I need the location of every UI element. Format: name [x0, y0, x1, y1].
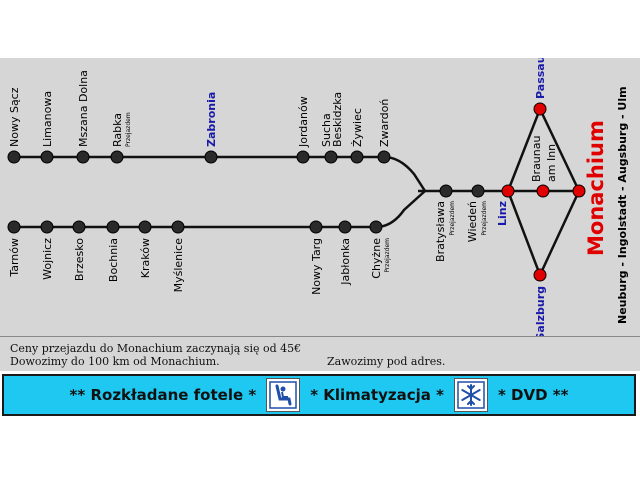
zywiec-stop-marker	[350, 150, 364, 164]
linz-label: Linz	[496, 201, 509, 226]
braunau-am-inn-label-line2: am Inn	[545, 144, 558, 182]
tarnow-stop-marker	[7, 220, 21, 234]
nowy-targ-stop-marker	[309, 220, 323, 234]
chyzne-stop-marker	[369, 220, 383, 234]
jablonka-stop-marker	[338, 220, 352, 234]
zwardon-label: Zwardoń	[378, 99, 391, 147]
stops-layer	[7, 102, 586, 282]
braunau-am-inn-label-line1: Braunau	[530, 136, 543, 182]
zwardon-stop-marker	[377, 150, 391, 164]
wieden-note: Przejazdem	[481, 201, 488, 236]
seat-icon	[266, 378, 301, 412]
rabka-note: Przejazdem	[125, 112, 132, 147]
mszana-dolna-stop-marker	[76, 150, 90, 164]
dvd-label: * DVD **	[497, 386, 569, 404]
passau-branch-line	[506, 105, 581, 192]
passau-stop-marker	[533, 102, 547, 116]
nowy-sacz-stop-marker	[7, 150, 21, 164]
sucha-beskidzka-label-line2: Beskidzka	[331, 92, 344, 147]
rabka-stop-marker	[110, 150, 124, 164]
snowflake-icon	[453, 378, 488, 412]
myslenice-stop-marker	[171, 220, 185, 234]
brzesko-label: Brzesko	[73, 238, 86, 281]
wieden-stop-marker	[471, 184, 485, 198]
passau-label: Passau	[534, 58, 547, 99]
linz-stop-marker	[501, 184, 515, 198]
krakow-stop-marker	[138, 220, 152, 234]
bochnia-label: Bochnia	[107, 238, 120, 282]
chyzne-note: Przejazdem	[384, 238, 391, 273]
krakow-label: Kraków	[139, 238, 152, 278]
limanowa-stop-marker	[40, 150, 54, 164]
destination-cities: Neuburg - Ingolstadt - Augsburg - Ulm	[616, 86, 629, 324]
bochnia-stop-marker	[106, 220, 120, 234]
amenities-bar: ** Rozkładane fotele * * Klimatyzacja * …	[2, 374, 636, 416]
distance-info: Dowozimy do 100 km od Monachium.	[10, 355, 220, 368]
rabka-label: Rabka	[111, 113, 124, 147]
salzburg-label: Salzburg	[534, 286, 547, 336]
reclining-seats-label: ** Rozkładane fotele *	[69, 386, 257, 404]
salzburg-stop-marker	[533, 268, 547, 282]
nowy-sacz-label: Nowy Sącz	[8, 87, 21, 147]
sucha-beskidzka-stop-marker	[324, 150, 338, 164]
limanowa-label: Limanowa	[41, 91, 54, 147]
destination-title: Monachium	[584, 120, 608, 256]
wojnicz-stop-marker	[40, 220, 54, 234]
zabronia-label: Zabronia	[205, 92, 218, 147]
zabronia-stop-marker	[204, 150, 218, 164]
tarnow-label: Tarnów	[8, 238, 21, 278]
pickup-info: Zawozimy pod adres.	[327, 355, 446, 368]
upper-route-line	[14, 155, 427, 192]
chyzne-label: Chyżne	[370, 238, 383, 279]
sucha-beskidzka-label-line1: Sucha	[320, 113, 333, 147]
salzburg-branch-line	[506, 190, 581, 279]
nowy-targ-label: Nowy Targ	[310, 238, 323, 295]
wojnicz-label: Wojnicz	[41, 238, 54, 280]
bratyslawa-note: Przejazdem	[449, 201, 456, 236]
jablonka-label: Jabłonka	[339, 238, 352, 286]
jordanow-label: Jordanów	[297, 96, 310, 148]
monachium-stop-marker	[572, 184, 586, 198]
mszana-dolna-label: Mszana Dolna	[77, 70, 90, 147]
air-conditioning-label: * Klimatyzacja *	[310, 386, 444, 404]
zywiec-label: Żywiec	[351, 108, 364, 147]
info-panel: Ceny przejazdu do Monachium zaczynają si…	[0, 336, 640, 371]
myslenice-label: Myślenice	[172, 238, 185, 293]
brzesko-stop-marker	[72, 220, 86, 234]
braunau-am-inn-stop-marker	[536, 184, 550, 198]
price-info: Ceny przejazdu do Monachium zaczynają si…	[10, 342, 302, 355]
bratyslawa-stop-marker	[439, 184, 453, 198]
wieden-label: Wiedeń	[466, 201, 479, 242]
bratyslawa-label: Bratysława	[434, 201, 447, 262]
jordanow-stop-marker	[296, 150, 310, 164]
